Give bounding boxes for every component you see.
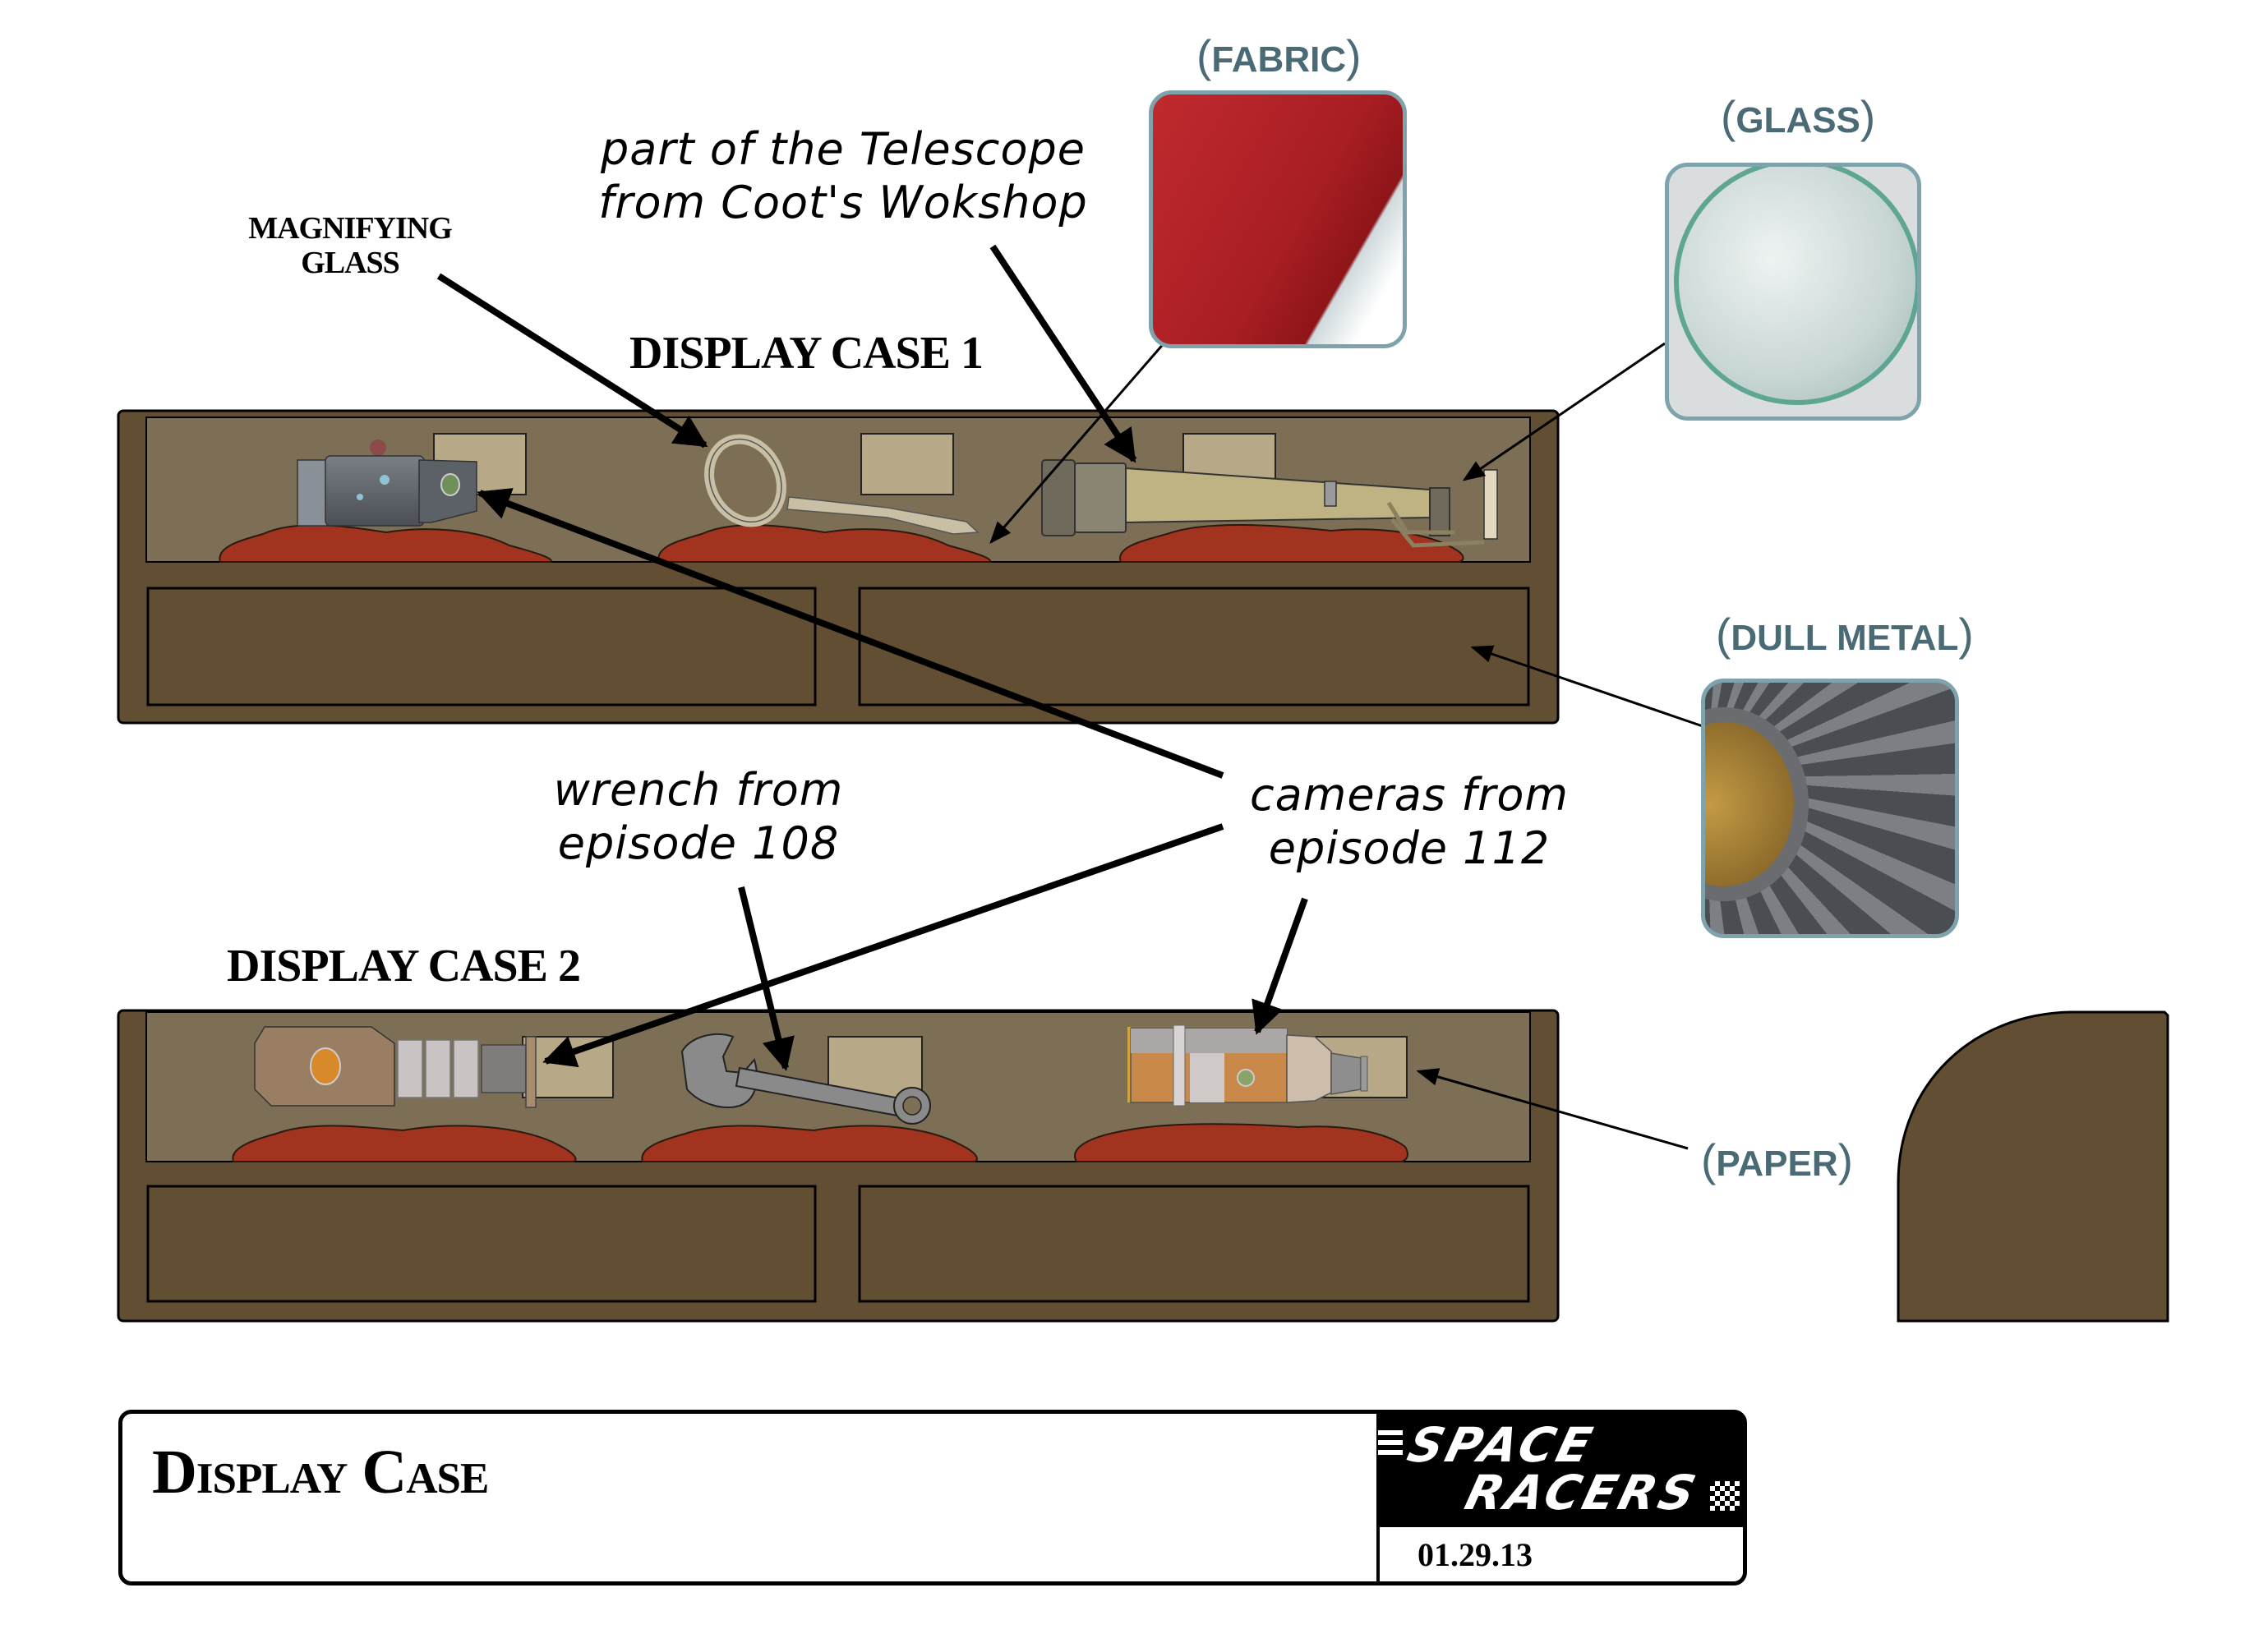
display-case-1 <box>117 409 1560 725</box>
callout-wrench-line1: wrench from <box>553 764 844 816</box>
cushion <box>641 1125 978 1162</box>
magnifying-glass <box>704 434 980 535</box>
arrow-dull-metal <box>1470 645 1703 728</box>
case-side-profile <box>1897 1010 2169 1323</box>
sheet-date: 01.29.13 <box>1418 1536 1533 1573</box>
callout-cameras: cameras from episode 112 <box>1224 769 1594 876</box>
paper-card <box>433 433 527 495</box>
camera-grey <box>297 440 477 527</box>
arrow-paper <box>1416 1068 1689 1150</box>
camera-brown <box>254 1026 537 1108</box>
case-1-drawer-right <box>858 587 1530 706</box>
checkered-flag-icon <box>1710 1481 1740 1511</box>
material-label-glass: (GLASS) <box>1721 91 1876 142</box>
arrow-camera-3 <box>1252 897 1308 1035</box>
material-label-fabric-text: FABRIC <box>1211 39 1347 80</box>
callout-arrows <box>436 244 1703 1150</box>
display-case-1-label: DISPLAY CASE 1 <box>629 328 984 379</box>
callout-magnifying-glass-line2: GLASS <box>301 245 400 280</box>
cushion <box>1119 523 1464 563</box>
material-label-paper-text: PAPER <box>1716 1144 1838 1184</box>
callout-cameras-line2: episode 112 <box>1268 822 1551 874</box>
dull-metal-swatch <box>1701 679 1959 938</box>
callout-telescope-line1: part of the Telescope <box>600 123 1086 175</box>
callout-wrench: wrench from episode 108 <box>526 764 871 871</box>
case-2-drawer-right <box>858 1185 1530 1303</box>
sheet-title: Display Case <box>152 1438 489 1507</box>
material-label-fabric: (FABRIC) <box>1196 30 1362 81</box>
cushion <box>657 524 991 563</box>
callout-telescope-line2: from Coot's Wokshop <box>598 176 1088 228</box>
display-case-2-label: DISPLAY CASE 2 <box>227 941 581 992</box>
cushion <box>219 524 552 563</box>
arrow-magnifying-glass <box>436 273 708 449</box>
telescope <box>1041 459 1498 548</box>
cushion <box>1074 1123 1408 1162</box>
logo-line-2: RACERS <box>1459 1465 1704 1521</box>
material-label-paper: (PAPER) <box>1701 1134 1853 1185</box>
callout-wrench-line2: episode 108 <box>557 817 840 869</box>
callout-telescope: part of the Telescope from Coot's Woksho… <box>588 123 1098 230</box>
title-block: Display Case SPACE RACERS 01.29.13 <box>118 1410 1747 1585</box>
glass-swatch <box>1665 163 1921 421</box>
logo-speed-lines <box>1378 1430 1403 1435</box>
material-label-glass-text: GLASS <box>1736 100 1860 140</box>
arrow-glass <box>1462 342 1666 481</box>
display-case-2 <box>117 1009 1560 1323</box>
paper-card <box>860 433 954 495</box>
fabric-swatch <box>1149 90 1407 348</box>
fan-hub <box>1705 707 1809 901</box>
callout-cameras-line1: cameras from <box>1249 769 1570 821</box>
paper-card <box>827 1036 923 1098</box>
arrow-fabric <box>989 341 1167 545</box>
glass-lens <box>1674 167 1917 405</box>
space-racers-logo: SPACE RACERS <box>1376 1414 1743 1527</box>
material-label-dull-metal-text: DULL METAL <box>1731 618 1959 658</box>
case-2-drawer-left <box>146 1185 817 1303</box>
callout-magnifying-glass-line1: MAGNIFYING <box>248 211 453 246</box>
arrow-camera-1 <box>477 488 1224 779</box>
material-label-dull-metal: (DULL METAL) <box>1716 609 1974 660</box>
wrench <box>680 1033 931 1125</box>
cushion <box>232 1125 577 1162</box>
callout-magnifying-glass: MAGNIFYING GLASS <box>227 211 473 281</box>
arrow-camera-2 <box>542 823 1224 1068</box>
arrow-wrench <box>738 886 795 1071</box>
case-1-drawer-left <box>146 587 817 706</box>
arrow-telescope <box>989 244 1137 463</box>
